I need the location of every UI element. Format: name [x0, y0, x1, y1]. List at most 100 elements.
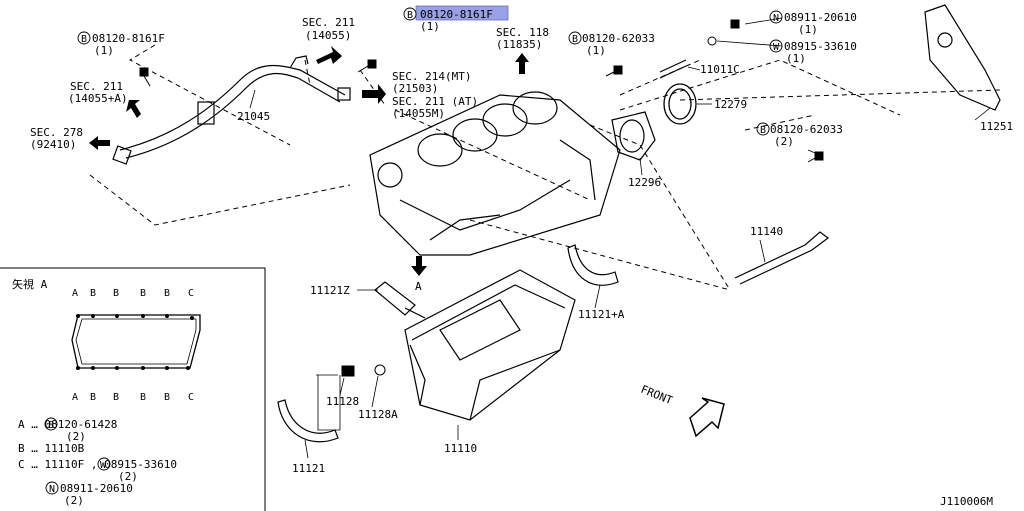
baffle-11121z[interactable]: [374, 281, 426, 319]
svg-text:B: B: [572, 34, 578, 45]
nut-20610[interactable]: [730, 19, 740, 29]
label-sec211-14055: SEC. 211: [302, 16, 355, 29]
label-sec211-14055a: SEC. 211: [70, 80, 123, 93]
oil-pan-11110[interactable]: [404, 269, 576, 421]
arrow-icon: [515, 53, 529, 74]
circled-b-icon: [44, 417, 58, 431]
label-bolt-62033-right-qty: (2): [774, 135, 794, 148]
view-a-top-letters: A B B B B C: [72, 288, 194, 299]
cover-11251[interactable]: [924, 4, 1001, 111]
label-bolt-top-center-qty: (1): [420, 20, 440, 33]
fasteners: [139, 19, 824, 377]
view-a-bottom-letters: A B B B B C: [72, 392, 194, 403]
part-labels: 08120-8161F (1) SEC. 211 (14055) 08120-8…: [30, 5, 1013, 508]
svg-text:B: B: [164, 288, 170, 299]
circled-symbols: [77, 7, 783, 136]
oil-level-gauge-11140[interactable]: [734, 231, 829, 285]
label-sec214-mt-sub: (21503): [392, 82, 438, 95]
label-bolt-top-left: 08120-8161F: [92, 32, 165, 45]
legend-qty-a: (2): [66, 430, 86, 443]
label-arrow-a: A: [415, 280, 422, 293]
label-sec278-sub: (92410): [30, 138, 76, 151]
label-pipe-21045[interactable]: 21045: [237, 110, 270, 123]
label-bolt-top-center[interactable]: 08120-8161F: [420, 8, 493, 21]
arrow-icon: [362, 84, 386, 104]
circled-n-icon: [769, 10, 783, 24]
svg-text:C: C: [188, 288, 194, 299]
label-oilpan-11110[interactable]: 11110: [444, 442, 477, 455]
label-seal-12279[interactable]: 12279: [714, 98, 747, 111]
view-a-panel: 矢視 A A B B B B C A B B B B C A … 08120-6…: [0, 267, 266, 511]
bolt-62033-top[interactable]: [613, 65, 623, 75]
arrow-icon: [411, 256, 427, 276]
label-stud-11011c[interactable]: 11011C: [700, 63, 740, 76]
label-dipstick-11140[interactable]: 11140: [750, 225, 783, 238]
circled-w-icon: [97, 457, 111, 471]
diagram-code: J110006M: [940, 495, 993, 508]
label-sec211-at: SEC. 211 (AT): [392, 95, 478, 108]
svg-text:B: B: [81, 34, 87, 45]
legend-qty-c2: (2): [64, 494, 84, 507]
svg-text:A: A: [72, 392, 78, 403]
rear-oil-seal-retainer-12296[interactable]: [611, 111, 656, 161]
label-sec118: SEC. 118: [496, 26, 549, 39]
oil-seal-12279[interactable]: [663, 83, 697, 125]
svg-text:B: B: [407, 10, 413, 21]
label-baffle-11121a[interactable]: 11121+A: [578, 308, 625, 321]
label-cover-11251[interactable]: 11251: [980, 120, 1013, 133]
washer-33610[interactable]: [707, 36, 717, 46]
label-nut-20610: 08911-20610: [784, 11, 857, 24]
stud-11011c[interactable]: [659, 59, 687, 79]
label-baffle-11121z[interactable]: 11121Z: [310, 284, 350, 297]
baffle-11121[interactable]: [277, 399, 339, 443]
label-sec211-at-sub: (14055M): [392, 107, 445, 120]
legend-symbol-n: N: [49, 484, 55, 495]
baffle-11121a[interactable]: [567, 244, 619, 286]
gasket-outline: [71, 314, 201, 369]
label-front: FRONT: [639, 383, 675, 408]
drain-plug-11128[interactable]: [341, 365, 355, 377]
direction-arrows: [89, 46, 529, 276]
label-bolt-top-left-qty: (1): [94, 44, 114, 57]
dashed-leader-lines: [89, 44, 1001, 291]
label-bolt-62033-top-qty: (1): [586, 44, 606, 57]
cylinder-block[interactable]: [369, 91, 621, 256]
label-washer-11128a[interactable]: 11128A: [358, 408, 398, 421]
svg-text:B: B: [113, 392, 119, 403]
washer-11128a[interactable]: [374, 364, 386, 376]
svg-text:B: B: [90, 288, 96, 299]
arrow-icon: [89, 136, 110, 150]
label-leader-lines: [249, 17, 991, 459]
label-sec211-14055a-sub: (14055+A): [68, 92, 128, 105]
view-a-bolt-dots: [76, 314, 194, 370]
legend-symbol-w: W: [100, 460, 107, 471]
legend-qty-c: (2): [118, 470, 138, 483]
svg-text:W: W: [773, 42, 780, 53]
bolt-center[interactable]: [367, 59, 377, 69]
label-baffle-11121[interactable]: 11121: [292, 462, 325, 475]
legend-line-b: B … 11110B: [18, 442, 85, 455]
label-bolt-62033-top: 08120-62033: [582, 32, 655, 45]
svg-text:B: B: [90, 392, 96, 403]
svg-text:A: A: [72, 288, 78, 299]
water-pipe-21045[interactable]: [112, 55, 351, 165]
label-nut-20610-qty: (1): [798, 23, 818, 36]
svg-text:B: B: [140, 392, 146, 403]
label-washer-33610: 08915-33610: [784, 40, 857, 53]
bolt-62033-right[interactable]: [814, 151, 824, 161]
circled-b-icon: [756, 122, 770, 136]
label-sec278: SEC. 278: [30, 126, 83, 139]
label-retainer-12296[interactable]: 12296: [628, 176, 661, 189]
legend-line-c2: 08911-20610: [60, 482, 133, 495]
svg-text:N: N: [773, 13, 779, 24]
label-bolt-62033-right: 08120-62033: [770, 123, 843, 136]
label-plug-11128[interactable]: 11128: [326, 395, 359, 408]
circled-w-icon: [769, 39, 783, 53]
svg-text:B: B: [760, 125, 766, 136]
arrow-icon: [126, 100, 141, 118]
label-sec214-mt: SEC. 214(MT): [392, 70, 471, 83]
bolt-left[interactable]: [139, 67, 149, 77]
arrow-icon: [316, 46, 342, 64]
legend-line-a: A … 08120-61428: [18, 418, 117, 431]
